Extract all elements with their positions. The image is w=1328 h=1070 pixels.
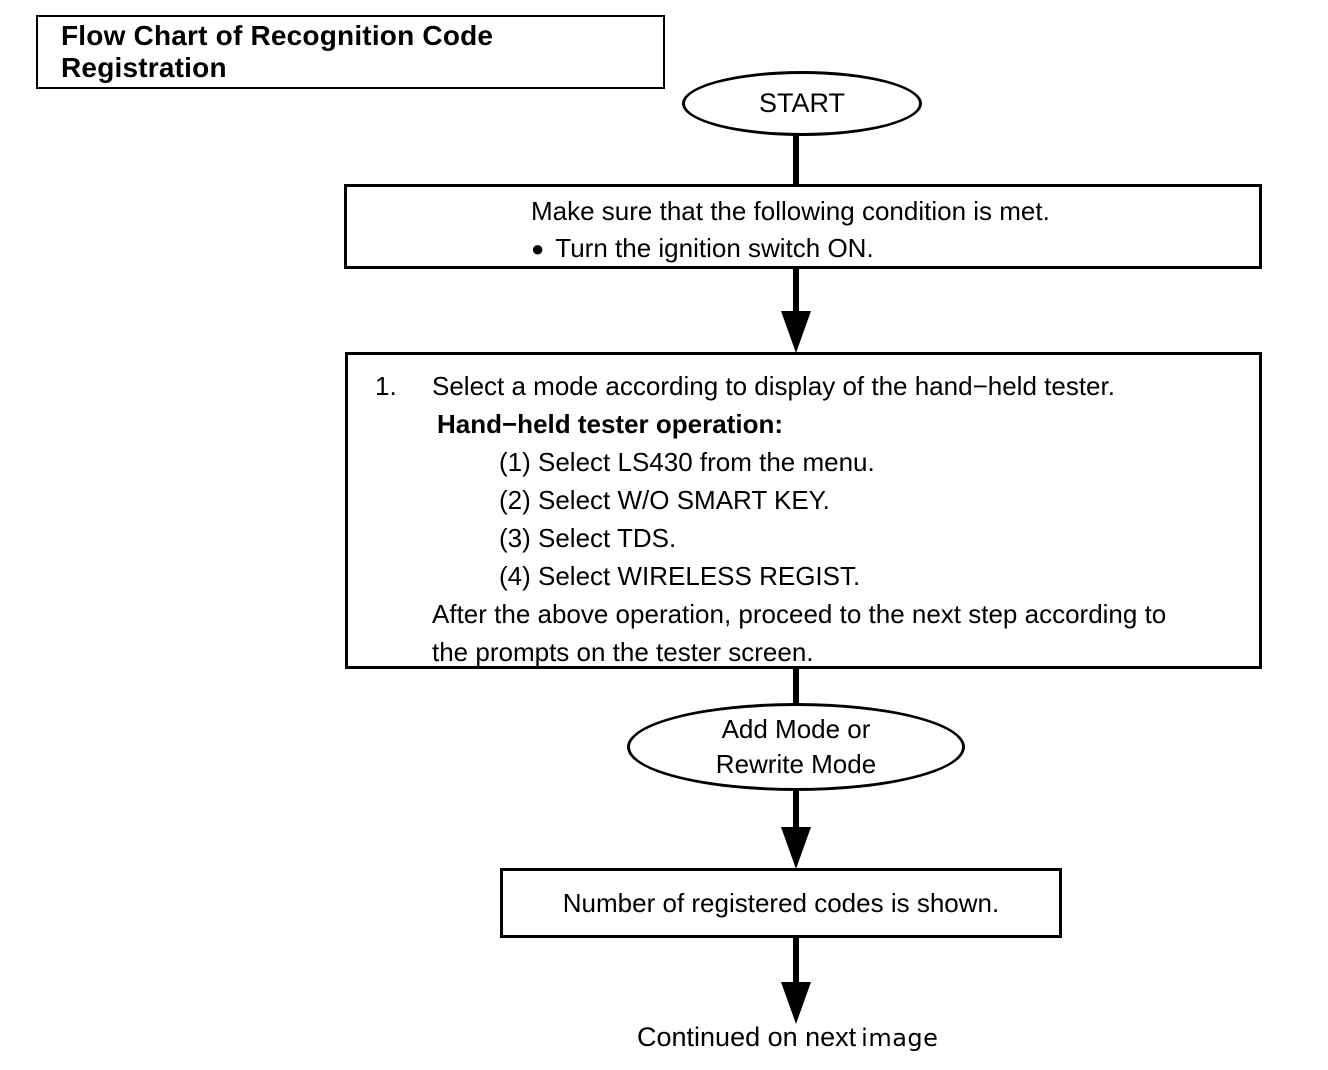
connector-start-to-condition (793, 133, 799, 185)
mode-line2: Rewrite Mode (715, 749, 877, 779)
connector-step-to-mode (793, 666, 799, 706)
start-node: START (682, 71, 922, 136)
step-subtitle: Hand−held tester operation: (437, 409, 783, 439)
mode-line1: Add Mode or (721, 714, 871, 744)
connector-mode-to-result (793, 788, 799, 829)
diagram-title-box: Flow Chart of Recognition Code Registrat… (36, 15, 665, 89)
step-line: 1. Select a mode according to display of… (348, 367, 1259, 405)
step-item-2: (2) Select W/O SMART KEY. (499, 485, 830, 515)
condition-line1: Make sure that the following condition i… (531, 196, 1050, 226)
condition-line2-text: Turn the ignition switch ON. (555, 233, 874, 263)
start-label: START (758, 88, 845, 118)
step-footer-line2: the prompts on the tester screen. (432, 637, 814, 667)
result-label: Number of registered codes is shown. (562, 887, 1000, 918)
result-node: Number of registered codes is shown. (500, 868, 1062, 938)
continued-note: Continued on next image (637, 1022, 938, 1053)
step-node: 1. Select a mode according to display of… (345, 352, 1262, 669)
condition-line2: ● Turn the ignition switch ON. (531, 230, 1259, 267)
diagram-title: Flow Chart of Recognition Code Registrat… (61, 20, 494, 83)
connector-condition-to-step (793, 266, 799, 314)
continued-text: Continued on next (637, 1022, 857, 1052)
step-number: 1. (375, 371, 397, 401)
connector-result-to-continued (793, 936, 799, 985)
step-item-4: (4) Select WIRELESS REGIST. (499, 561, 861, 591)
arrowhead-icon (781, 982, 811, 1024)
step-footer-line1: After the above operation, proceed to th… (432, 599, 1167, 629)
arrowhead-icon (781, 311, 811, 353)
arrowhead-icon (781, 827, 811, 869)
step-item-1: (1) Select LS430 from the menu. (499, 447, 875, 477)
condition-node: Make sure that the following condition i… (344, 184, 1262, 269)
continued-target: image (861, 1024, 939, 1052)
step-text: Select a mode according to display of th… (432, 371, 1115, 401)
mode-node: Add Mode or Rewrite Mode (627, 703, 965, 791)
step-item-3: (3) Select TDS. (499, 523, 677, 553)
bullet-icon: ● (531, 236, 545, 261)
